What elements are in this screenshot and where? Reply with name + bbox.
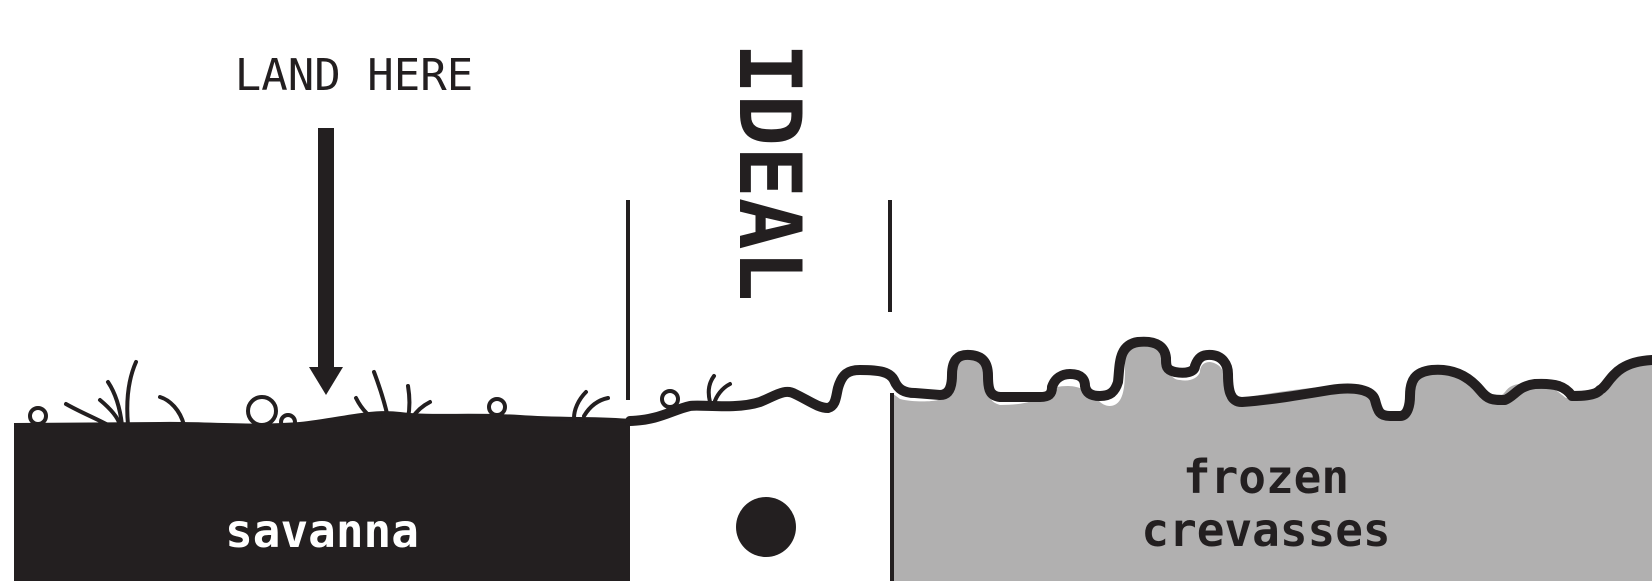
filled-circle-icon [736, 497, 796, 557]
land-here-label: LAND HERE [235, 50, 473, 101]
arrow-down-icon [309, 128, 343, 395]
savanna-label: savanna [225, 504, 419, 558]
ideal-label: IDEAL [719, 43, 819, 302]
frozen-label-line2: crevasses [1141, 503, 1390, 557]
frozen-label-line1: frozen [1183, 450, 1349, 504]
